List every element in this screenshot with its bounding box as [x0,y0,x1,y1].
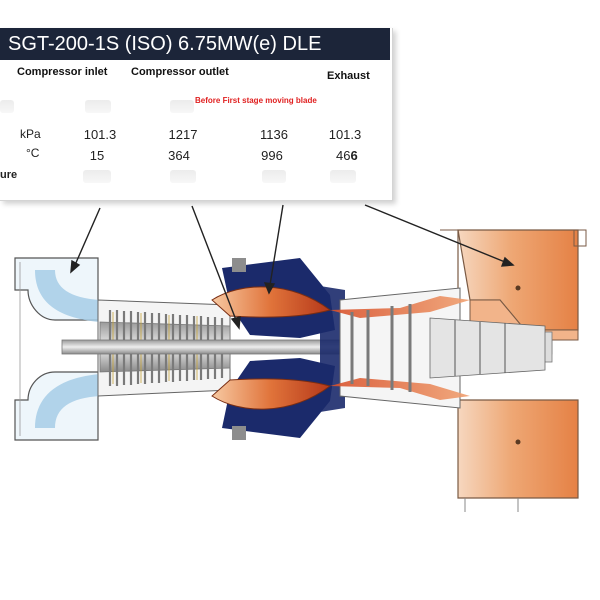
blank-cell [170,100,194,113]
value-compressor-inlet: 101.3 [83,127,117,142]
unit-celsius: °C [26,146,40,160]
blank-cell [0,100,14,113]
blank-cell [170,170,196,183]
value-compressor-outlet: 1217 [168,127,198,142]
unit-kpa: kPa [20,127,41,141]
blank-cell [330,170,356,183]
column-header-compressor-inlet: Compressor inlet [17,66,108,78]
value-before-first-stage: 996 [261,148,283,163]
value-compressor-outlet: 364 [168,148,190,163]
value-compressor-inlet: 15 [89,148,105,163]
value-exhaust: 466 [336,148,358,163]
value-exhaust-suffix: 6 [350,148,358,163]
note-before-first-stage: Before First stage moving blade [195,96,317,105]
row-label-ure: ure [0,169,18,181]
pointer-arrows [70,204,515,330]
blank-cell [262,170,286,183]
turbine [330,287,546,409]
column-header-compressor-outlet: Compressor outlet [131,66,229,78]
value-exhaust: 101.3 [328,127,362,142]
panel-title: SGT-200-1S (ISO) 6.75MW(e) DLE [0,28,390,60]
value-exhaust-digits: 46 [336,148,351,163]
column-header-exhaust: Exhaust [327,70,370,82]
blank-cell [83,170,111,183]
value-before-first-stage: 1136 [260,127,288,142]
blank-cell [85,100,111,113]
